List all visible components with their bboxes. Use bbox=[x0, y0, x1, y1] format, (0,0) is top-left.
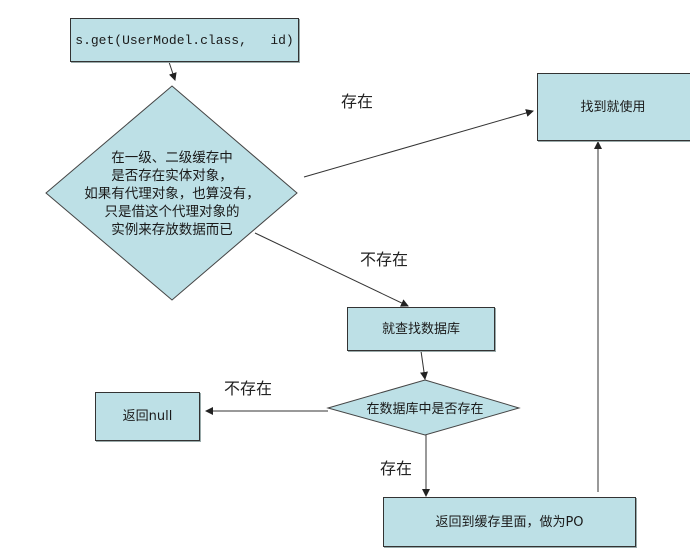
cache-check-line-5: 实例来存放数据而已 bbox=[111, 222, 233, 238]
edge-label-exists-cache: 存在 bbox=[341, 92, 374, 111]
cache-check-line-3: 如果有代理对象，也算没有， bbox=[84, 186, 260, 202]
db-check-text: 在数据库中是否存在 bbox=[366, 401, 484, 417]
start-node-text: s.get(UserModel.class, id) bbox=[75, 32, 294, 48]
found-use-node: 找到就使用 bbox=[537, 73, 690, 141]
return-null-node: 返回null bbox=[95, 392, 200, 441]
return-cache-text: 返回到缓存里面，做为PO bbox=[435, 514, 584, 530]
db-check-node: 在数据库中是否存在 bbox=[340, 398, 510, 420]
query-db-text: 就查找数据库 bbox=[381, 321, 460, 337]
edge-start-to-cache-check bbox=[168, 61, 177, 81]
edge-label-exists-db: 存在 bbox=[380, 459, 413, 478]
return-cache-node: 返回到缓存里面，做为PO bbox=[383, 497, 636, 547]
cache-check-line-1: 在一级、二级缓存中 bbox=[111, 150, 233, 166]
found-use-text: 找到就使用 bbox=[580, 99, 646, 115]
edge-cache-check-to-found bbox=[303, 109, 534, 178]
start-node: s.get(UserModel.class, id) bbox=[70, 18, 299, 62]
edge-label-not-exists-cache: 不存在 bbox=[360, 250, 409, 269]
edge-cache-check-to-query-db bbox=[254, 232, 409, 307]
cache-check-line-2: 是否存在实体对象， bbox=[111, 168, 233, 184]
query-db-node: 就查找数据库 bbox=[347, 307, 495, 351]
edge-label-not-exists-db: 不存在 bbox=[224, 379, 273, 398]
db-check-diamond bbox=[326, 379, 521, 436]
cache-check-diamond bbox=[45, 85, 298, 301]
edge-query-db-to-db-check bbox=[420, 350, 428, 380]
cache-check-line-4: 只是借这个代理对象的 bbox=[104, 204, 240, 220]
return-null-text: 返回null bbox=[122, 409, 173, 424]
cache-check-node: 在一级、二级缓存中 是否存在实体对象， 如果有代理对象，也算没有， 只是借这个代… bbox=[66, 146, 278, 242]
